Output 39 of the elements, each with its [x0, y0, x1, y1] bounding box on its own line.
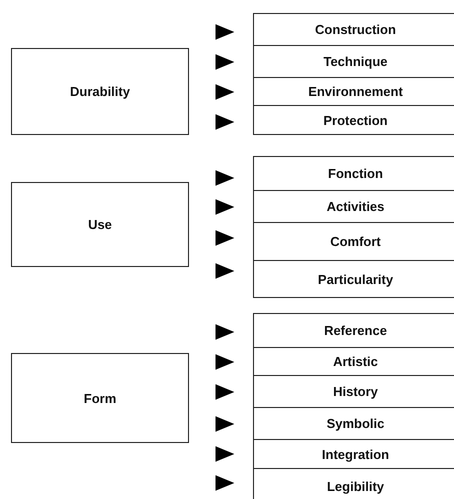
box-label: Environnement [308, 84, 403, 99]
box-label: Protection [323, 112, 388, 128]
box-label: Symbolic [326, 416, 384, 431]
box-label: Fonction [328, 166, 383, 181]
arrow [216, 24, 234, 40]
box-label: Artistic [333, 354, 378, 369]
criterion-box [253, 156, 454, 191]
box-label: Comfort [330, 234, 381, 249]
arrow [216, 170, 234, 186]
box-label: Technique [323, 54, 388, 69]
box-label: Legibility [326, 478, 384, 494]
criterion-box [253, 313, 454, 348]
criterion-box [253, 260, 454, 298]
box-label: Integration [322, 446, 390, 462]
category-box [11, 48, 189, 135]
arrow [216, 475, 234, 491]
arrow [216, 263, 234, 279]
box-label: Use [88, 217, 112, 232]
arrow [216, 324, 234, 340]
criterion-box [253, 13, 454, 46]
category-box [11, 182, 189, 267]
box-label: Activities [326, 199, 384, 214]
box-label: Particularity [318, 272, 394, 286]
arrow [216, 354, 234, 370]
criterion-box [253, 105, 454, 135]
box-label: History [333, 384, 378, 399]
box-label: Reference [324, 323, 387, 338]
category-box [11, 353, 189, 443]
box-label: Construction [315, 22, 396, 37]
arrow [216, 54, 234, 70]
arrow [216, 114, 234, 130]
arrow [216, 384, 234, 400]
arrow [216, 416, 234, 432]
box-label: Durability [70, 84, 130, 99]
arrow [216, 446, 234, 462]
box-label: Form [84, 390, 116, 406]
arrow [216, 84, 234, 100]
arrow [216, 230, 234, 246]
arrow [216, 199, 234, 215]
